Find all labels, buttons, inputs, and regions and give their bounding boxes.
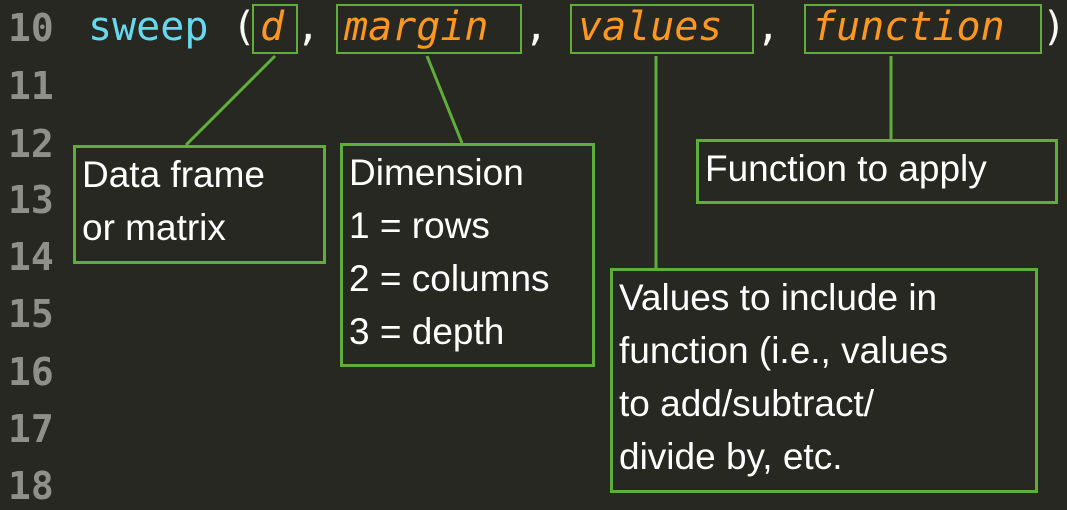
arg-box-d <box>252 4 298 54</box>
line-number-16: 16 <box>8 350 54 394</box>
connector-margin <box>425 55 464 144</box>
arg-margin: margin <box>344 4 489 50</box>
line-number-13: 13 <box>8 178 54 222</box>
line-number-12: 12 <box>8 122 54 166</box>
line-number-18: 18 <box>8 464 54 508</box>
line-number-11: 11 <box>8 64 54 108</box>
line-number-15: 15 <box>8 292 54 336</box>
comma: , <box>756 4 781 50</box>
comma: , <box>296 4 321 50</box>
connector-d <box>184 54 277 147</box>
line-number-14: 14 <box>8 235 54 279</box>
line-number-17: 17 <box>8 407 54 451</box>
annotation-d: Data frame or matrix <box>73 145 326 264</box>
annotation-margin: Dimension 1 = rows 2 = columns 3 = depth <box>340 143 595 367</box>
function-name: sweep <box>88 4 209 50</box>
line-number-10: 10 <box>8 6 54 50</box>
annotation-function: Function to apply <box>696 139 1058 204</box>
annotation-values: Values to include in function (i.e., val… <box>610 268 1038 493</box>
arg-box-margin <box>336 4 522 54</box>
code-line: sweep ( d , margin , values , function ) <box>0 0 1067 60</box>
arg-box-values <box>570 4 754 54</box>
comma: , <box>524 4 549 50</box>
arg-box-function <box>804 4 1042 54</box>
close-paren: ) <box>1042 4 1067 50</box>
arg-d: d <box>260 4 285 50</box>
arg-function: function <box>812 4 1005 50</box>
arg-values: values <box>578 4 723 50</box>
